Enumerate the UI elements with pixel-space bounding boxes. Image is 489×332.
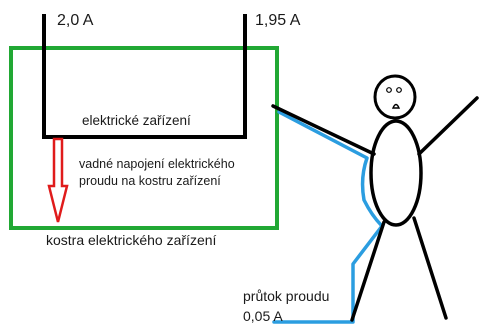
person-mouth xyxy=(391,103,401,109)
current-right-label: 1,95 A xyxy=(255,12,301,29)
arrow-down-icon xyxy=(47,137,69,223)
person-right-arm xyxy=(417,96,479,156)
person-left-eye xyxy=(386,87,392,93)
flow-label-line2: 0,05 A xyxy=(243,307,283,324)
person-right-eye xyxy=(396,87,402,93)
device-body-label: kostra elektrického zařízení xyxy=(46,232,217,248)
person-head xyxy=(373,74,417,120)
device-casing-rect xyxy=(9,46,279,230)
stick-figure-icon xyxy=(271,74,479,322)
current-left-label: 2,0 A xyxy=(57,12,94,29)
device-label: elektrické zařízení xyxy=(82,113,191,128)
fault-connection-label: vadné napojení elektrického proudu na ko… xyxy=(79,156,235,190)
flow-label-line1: průtok proudu xyxy=(243,288,330,304)
conductor-loop xyxy=(42,14,247,139)
person-right-leg xyxy=(412,216,448,320)
person-left-leg xyxy=(350,220,386,322)
fault-label-line1: vadné napojení elektrického xyxy=(79,157,235,171)
person-left-arm xyxy=(271,104,376,156)
current-flow-label: průtok proudu 0,05 A xyxy=(243,287,329,326)
fault-label-line2: proudu na kostru zařízení xyxy=(79,173,221,188)
person-torso xyxy=(369,119,423,227)
